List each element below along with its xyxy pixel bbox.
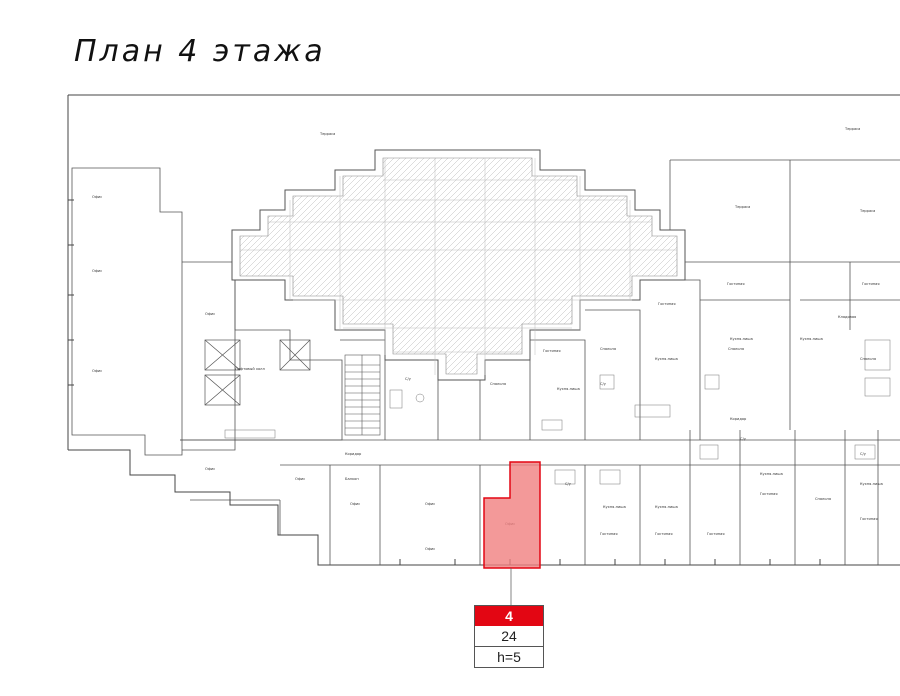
windows xyxy=(68,199,821,565)
fixtures xyxy=(224,339,891,485)
svg-text:Кухня-ниша: Кухня-ниша xyxy=(603,505,626,509)
svg-text:Терраса: Терраса xyxy=(319,132,335,136)
svg-text:Балкон: Балкон xyxy=(345,477,359,481)
svg-text:Гостиная: Гостиная xyxy=(600,532,618,536)
svg-text:Гостиная: Гостиная xyxy=(543,349,561,353)
svg-text:С/у: С/у xyxy=(600,382,607,386)
svg-text:Офис: Офис xyxy=(205,467,215,471)
svg-text:Гостиная: Гостиная xyxy=(658,302,676,306)
svg-text:Гостиная: Гостиная xyxy=(707,532,725,536)
stair-core xyxy=(344,354,381,436)
svg-text:Кухня-ниша: Кухня-ниша xyxy=(800,337,823,341)
svg-text:Офис: Офис xyxy=(92,269,102,273)
svg-text:Терраса: Терраса xyxy=(844,127,860,131)
room-labels: Терраса Терраса Терраса Терраса Офис Офи… xyxy=(92,127,883,551)
svg-text:Коридор: Коридор xyxy=(345,452,362,456)
svg-text:Спальня: Спальня xyxy=(815,497,831,501)
svg-text:Офис: Офис xyxy=(350,502,360,506)
svg-text:Офис: Офис xyxy=(205,312,215,316)
unit-area: 24 xyxy=(475,626,543,647)
svg-text:Терраса: Терраса xyxy=(734,205,750,209)
svg-text:Кухня-ниша: Кухня-ниша xyxy=(860,482,883,486)
svg-text:Гостиная: Гостиная xyxy=(655,532,673,536)
svg-text:С/у: С/у xyxy=(860,452,867,456)
outer-boundary xyxy=(67,94,900,566)
svg-text:С/у: С/у xyxy=(405,377,412,381)
svg-text:Офис: Офис xyxy=(295,477,305,481)
svg-text:Кухня-ниша: Кухня-ниша xyxy=(655,357,678,361)
svg-text:Офис: Офис xyxy=(425,547,435,551)
unit-ceiling-height: h=5 xyxy=(497,649,521,665)
svg-text:Кухня-ниша: Кухня-ниша xyxy=(760,472,783,476)
svg-text:Гостиная: Гостиная xyxy=(727,282,745,286)
page-title: План 4 этажа xyxy=(74,34,326,69)
svg-text:Кухня-ниша: Кухня-ниша xyxy=(655,505,678,509)
svg-text:Кладовая: Кладовая xyxy=(838,315,856,319)
svg-text:Кухня-ниша: Кухня-ниша xyxy=(557,387,580,391)
svg-text:С/у: С/у xyxy=(565,482,572,486)
svg-text:Терраса: Терраса xyxy=(859,209,875,213)
svg-text:Офис: Офис xyxy=(92,195,102,199)
atrium-skylight xyxy=(231,149,686,381)
selected-unit-area[interactable] xyxy=(483,461,541,569)
lift-shafts xyxy=(204,339,311,406)
svg-text:Спальня: Спальня xyxy=(490,382,506,386)
svg-text:Спальня: Спальня xyxy=(600,347,616,351)
svg-text:Лифтовый холл: Лифтовый холл xyxy=(235,367,265,371)
svg-text:Спальня: Спальня xyxy=(728,347,744,351)
selected-unit-highlight xyxy=(483,461,541,605)
svg-text:Кухня-ниша: Кухня-ниша xyxy=(730,337,753,341)
svg-text:Гостиная: Гостиная xyxy=(862,282,880,286)
svg-text:С/у: С/у xyxy=(740,437,747,441)
selected-unit-info-box[interactable]: 4 24 h=5 xyxy=(474,605,544,668)
svg-text:Офис: Офис xyxy=(425,502,435,506)
unit-floor-number: 4 xyxy=(475,606,543,626)
svg-text:Гостиная: Гостиная xyxy=(760,492,778,496)
svg-text:Коридор: Коридор xyxy=(730,417,747,421)
svg-text:Офис: Офис xyxy=(92,369,102,373)
svg-text:Спальня: Спальня xyxy=(860,357,876,361)
svg-text:Гостиная: Гостиная xyxy=(860,517,878,521)
